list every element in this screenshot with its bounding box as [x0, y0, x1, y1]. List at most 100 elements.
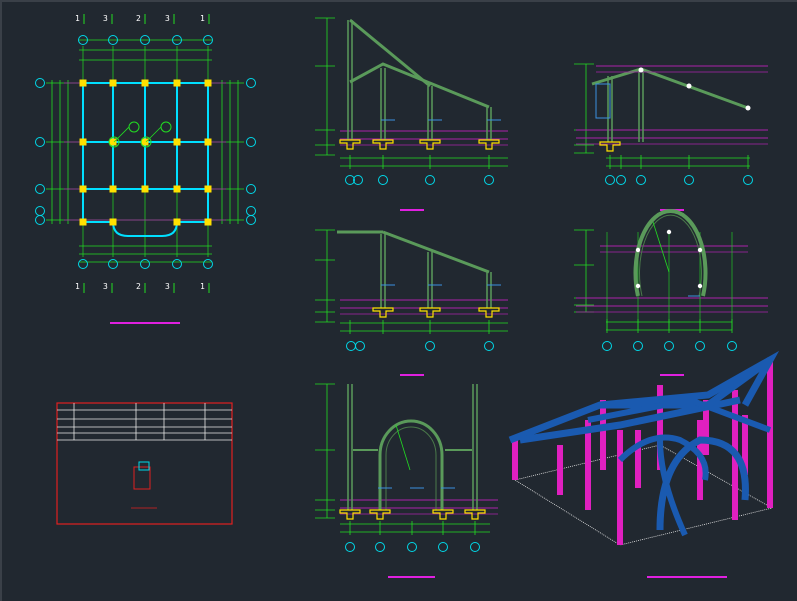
iso-column — [742, 415, 748, 475]
node-point — [635, 247, 641, 253]
axis-bubble — [425, 175, 435, 185]
table-border — [56, 402, 233, 525]
axis-bubble — [605, 175, 615, 185]
iso-column — [635, 430, 641, 488]
axis-bubble — [633, 341, 643, 351]
iso-roof-beam — [587, 396, 772, 433]
column-marker — [79, 218, 87, 226]
axis-bubble — [172, 35, 182, 45]
iso-column — [600, 400, 606, 470]
iso-arch — [617, 434, 709, 481]
footing — [464, 509, 486, 520]
footing — [599, 141, 621, 152]
node-point — [635, 283, 641, 289]
callout-circle — [140, 136, 152, 148]
iso-column — [557, 445, 563, 495]
axis-bubble — [203, 259, 213, 269]
footing — [339, 139, 361, 150]
ground-outline — [513, 444, 774, 546]
iso-column — [657, 385, 663, 470]
callout-circle — [108, 136, 120, 148]
axis-bubble — [438, 542, 448, 552]
callout-circle — [128, 121, 140, 133]
footing — [419, 139, 441, 150]
arch-elevation-view — [315, 383, 498, 578]
axis-bubble — [345, 175, 355, 185]
axis-bubble — [78, 259, 88, 269]
axis-label-bottom-1: 1 — [75, 282, 80, 291]
roof-rafter — [382, 230, 490, 274]
node-point — [697, 283, 703, 289]
axis-bubble — [727, 341, 737, 351]
footing — [419, 307, 441, 318]
column-marker — [204, 185, 212, 193]
axis-label-top-2: 3 — [103, 14, 108, 23]
iso-column — [767, 360, 773, 508]
axis-bubble — [484, 341, 494, 351]
column-marker — [109, 138, 117, 146]
axis-bubble — [375, 542, 385, 552]
axis-label-bottom-4: 3 — [165, 282, 170, 291]
node-point — [745, 105, 751, 111]
axis-bubble — [664, 341, 674, 351]
plan-axis-labels: 1 3 2 3 1 1 3 2 3 1 — [75, 14, 205, 291]
axis-bubble — [602, 341, 612, 351]
arch-beam — [112, 221, 178, 237]
axis-bubble — [684, 175, 694, 185]
footing — [372, 307, 394, 318]
column-marker — [173, 218, 181, 226]
axis-label-top-5: 1 — [200, 14, 205, 23]
iso-column — [703, 400, 709, 455]
axis-bubble — [695, 341, 705, 351]
axis-bubble — [484, 175, 494, 185]
axis-label-bottom-3: 2 — [136, 282, 141, 291]
footing — [369, 509, 391, 520]
footing — [339, 509, 361, 520]
footing — [372, 139, 394, 150]
axis-bubble — [743, 175, 753, 185]
title-block-table — [56, 402, 233, 525]
axis-bubble — [35, 184, 45, 194]
column-marker — [141, 185, 149, 193]
isometric-3d-model-view — [508, 350, 780, 578]
axis-bubble — [616, 175, 626, 185]
leader-line — [113, 126, 130, 143]
roof-rafter — [591, 67, 749, 110]
axis-bubble — [172, 259, 182, 269]
iso-arch — [656, 436, 749, 531]
detail-outline — [138, 461, 150, 471]
axis-label-top-1: 1 — [75, 14, 80, 23]
arch-frame-inner — [385, 426, 437, 510]
iso-column — [512, 440, 518, 480]
footing — [432, 509, 454, 520]
axis-bubble — [203, 35, 213, 45]
column-marker — [173, 79, 181, 87]
axis-bubble — [345, 542, 355, 552]
column-marker — [141, 79, 149, 87]
axis-bubble — [35, 78, 45, 88]
axis-bubble — [378, 175, 388, 185]
axis-bubble — [425, 341, 435, 351]
axis-bubble — [470, 542, 480, 552]
footing — [478, 139, 500, 150]
axis-bubble — [407, 542, 417, 552]
arch-ring-inner — [639, 214, 702, 297]
axis-bubble — [35, 137, 45, 147]
wall-opening — [595, 83, 611, 119]
detail-outline — [133, 466, 151, 490]
node-point — [697, 247, 703, 253]
axis-label-bottom-2: 3 — [103, 282, 108, 291]
axis-bubble — [346, 341, 356, 351]
axis-bubble — [78, 35, 88, 45]
column-marker — [204, 138, 212, 146]
floor-plan-view — [35, 14, 256, 324]
elevation-view-2 — [574, 63, 768, 211]
axis-bubble — [35, 206, 45, 216]
axis-label-bottom-5: 1 — [200, 282, 205, 291]
node-point — [638, 67, 644, 73]
axis-bubble — [636, 175, 646, 185]
axis-bubble — [246, 184, 256, 194]
leader-line — [145, 126, 162, 143]
iso-roof-beam — [519, 396, 741, 444]
